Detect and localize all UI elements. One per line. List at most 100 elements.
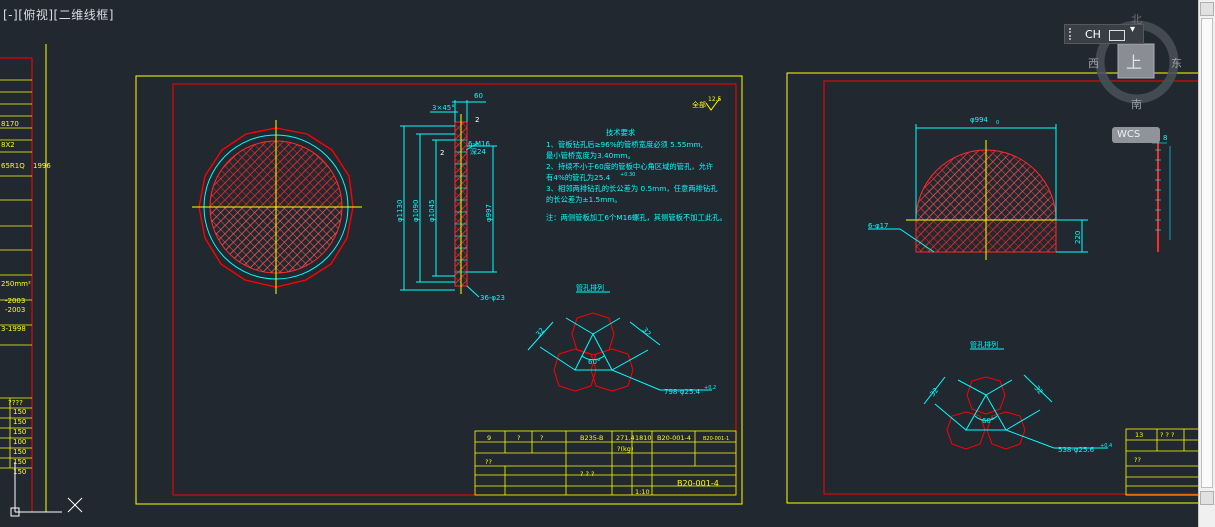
tb2-q: ? ? ? — [1160, 431, 1174, 439]
viewcube-north: 北 — [1131, 13, 1142, 26]
tube-pattern-1: 管孔排列 32 32 60° 798-φ25.4 +0. — [527, 283, 716, 396]
tube-pattern-2: 管孔排列 32 32 60° 538-φ25.6 +0. — [923, 340, 1112, 454]
left-text: 1996 — [33, 162, 51, 170]
roughness-text: 全部 — [692, 100, 706, 109]
left-text: 150 — [13, 468, 26, 476]
pattern-label: 管孔排列 — [576, 283, 604, 292]
left-text: 150 — [13, 428, 26, 436]
pattern-dim-1: 32 — [534, 326, 546, 338]
tech-title: 技术要求 — [606, 128, 636, 137]
svg-text:2: 2 — [440, 149, 444, 157]
ime-toolbar[interactable]: CH ▾ — [1064, 24, 1144, 44]
dim-m16-depth: 深24 — [470, 147, 486, 156]
left-text: 250mm² — [1, 280, 31, 288]
svg-text:271.4: 271.4 — [616, 434, 635, 442]
left-text: 150 — [13, 418, 26, 426]
dim-d1045: φ1045 — [428, 200, 436, 222]
tb2-sheet: ?? — [1134, 456, 1141, 464]
pattern-holes-tol: +0.2 — [704, 385, 716, 391]
viewcube-south: 南 — [1131, 98, 1142, 111]
pattern2-angle: 60° — [982, 417, 994, 425]
tech-line: 有4%的管孔为25.4 — [546, 173, 611, 182]
dim-m16: 6-M16 — [468, 140, 490, 148]
dim-thickness: 60 — [474, 92, 483, 100]
sheet-1: 60 3×45° 6-M16 深24 36-φ23 φ1130 φ1090 φ1… — [135, 75, 743, 505]
technical-requirements: 技术要求 1、管板钻孔后≥96%的管桥宽度必须 5.55mm, 最小管桥宽度为3… — [546, 128, 727, 222]
left-text: -2003 — [5, 297, 25, 305]
pattern2-holes-tol: +0.4 — [1100, 443, 1112, 449]
tech-line: 注：两侧管板加工6个M16螺孔，其侧管板不加工此孔。 — [546, 213, 727, 222]
svg-text:1:10: 1:10 — [635, 488, 650, 496]
left-text: 150 — [13, 408, 26, 416]
dim-holes: 36-φ23 — [480, 294, 505, 302]
tech-line: 1、管板钻孔后≥96%的管桥宽度必须 5.55mm, — [546, 140, 703, 149]
tubesheet-front-view — [192, 120, 362, 294]
tech-line: 的长公差为±1.5mm。 — [546, 195, 622, 204]
svg-text:9: 9 — [487, 434, 491, 442]
viewcube-face: 上 — [1126, 53, 1142, 72]
left-text: 8X2 — [1, 141, 15, 149]
svg-text:??: ?? — [485, 458, 492, 466]
tb2-num: 13 — [1135, 431, 1143, 439]
ime-options[interactable]: ▾ — [1130, 24, 1136, 35]
pattern2-dim-1: 32 — [928, 386, 940, 398]
scroll-thumb[interactable] — [1201, 18, 1213, 488]
vertical-scrollbar[interactable] — [1198, 0, 1215, 527]
keyboard-icon[interactable] — [1109, 30, 1125, 41]
dim-d1130: φ1130 — [396, 200, 404, 222]
scroll-down-button[interactable] — [1200, 491, 1214, 505]
grip-icon[interactable] — [1069, 28, 1077, 40]
left-text: 100 — [13, 438, 26, 446]
svg-text:? ? ?: ? ? ? — [580, 470, 594, 478]
tubesheet-section: 60 3×45° 6-M16 深24 36-φ23 φ1130 φ1090 φ1… — [396, 92, 505, 302]
dim-chamfer: 3×45° — [432, 104, 455, 112]
dim-d994-tol: 0 — [996, 120, 999, 126]
ucs-icon[interactable] — [10, 462, 83, 517]
svg-text:?: ? — [517, 434, 520, 442]
left-text: ???? — [8, 399, 23, 407]
title-block-1-text: 9 ? ? B235-B 271.4 1810 B20-001-4 B20-00… — [485, 434, 729, 496]
left-text: 65R1Q — [1, 162, 25, 170]
pattern-angle: 60° — [588, 358, 600, 366]
svg-text:B235-B: B235-B — [580, 434, 603, 442]
scroll-up-button[interactable] — [1200, 2, 1214, 16]
dim-d994: φ994 — [970, 116, 989, 124]
tech-line: 最小管桥宽度为3.40mm。 — [546, 151, 635, 160]
svg-text:1810: 1810 — [635, 434, 652, 442]
left-text: -2003 — [5, 306, 25, 314]
viewcube-east: 东 — [1171, 57, 1182, 70]
roughness-symbol: 全部 12.5 — [692, 96, 722, 111]
wcs-menu[interactable]: WCS — [1112, 127, 1160, 143]
tech-tol: +0.30 — [620, 172, 635, 178]
pattern2-holes: 538-φ25.6 — [1058, 446, 1095, 454]
dim-thk-2: 8 — [1163, 134, 1167, 142]
segment-plate: φ994 0 6-φ17 220 8 — [868, 116, 1167, 260]
segment-section — [1152, 142, 1171, 252]
pattern2-dim-2: 32 — [1032, 384, 1044, 396]
dim-h220: 220 — [1074, 231, 1082, 244]
tech-line: 3、相邻两排钻孔的长公差为 0.5mm，任意两排钻孔 — [546, 184, 718, 193]
svg-text:2: 2 — [475, 116, 479, 124]
pattern-holes: 798-φ25.4 — [664, 388, 701, 396]
viewcube-west: 西 — [1088, 57, 1099, 70]
left-text: 150 — [13, 458, 26, 466]
left-text: 8170 — [1, 120, 19, 128]
left-sheet: 8170 8X2 65R1Q 1996 250mm² -2003 -2003 3… — [0, 44, 51, 512]
dim-holes-2: 6-φ17 — [868, 222, 889, 230]
left-text: 150 — [13, 448, 26, 456]
svg-text:B20-001-4: B20-001-4 — [677, 479, 719, 488]
dim-d997: φ997 — [485, 204, 493, 222]
svg-text:?(kg): ?(kg) — [617, 445, 633, 453]
tech-line: 2、持续不小于60度的管板中心角区域的管孔，允许 — [546, 162, 713, 171]
viewport-controls[interactable]: [-][俯视][二维线框] — [3, 8, 114, 22]
pattern-label-2: 管孔排列 — [970, 340, 998, 349]
svg-text:B20-001-4: B20-001-4 — [657, 434, 691, 442]
pattern-dim-2: 32 — [640, 326, 652, 338]
left-text: 3-1998 — [1, 325, 26, 333]
roughness-value: 12.5 — [708, 96, 722, 103]
ime-language[interactable]: CH — [1085, 28, 1101, 41]
sheet1-frame — [135, 75, 743, 505]
title-block-1 — [474, 430, 737, 496]
sheet-2: φ994 0 6-φ17 220 8 管孔排列 — [786, 72, 1208, 504]
